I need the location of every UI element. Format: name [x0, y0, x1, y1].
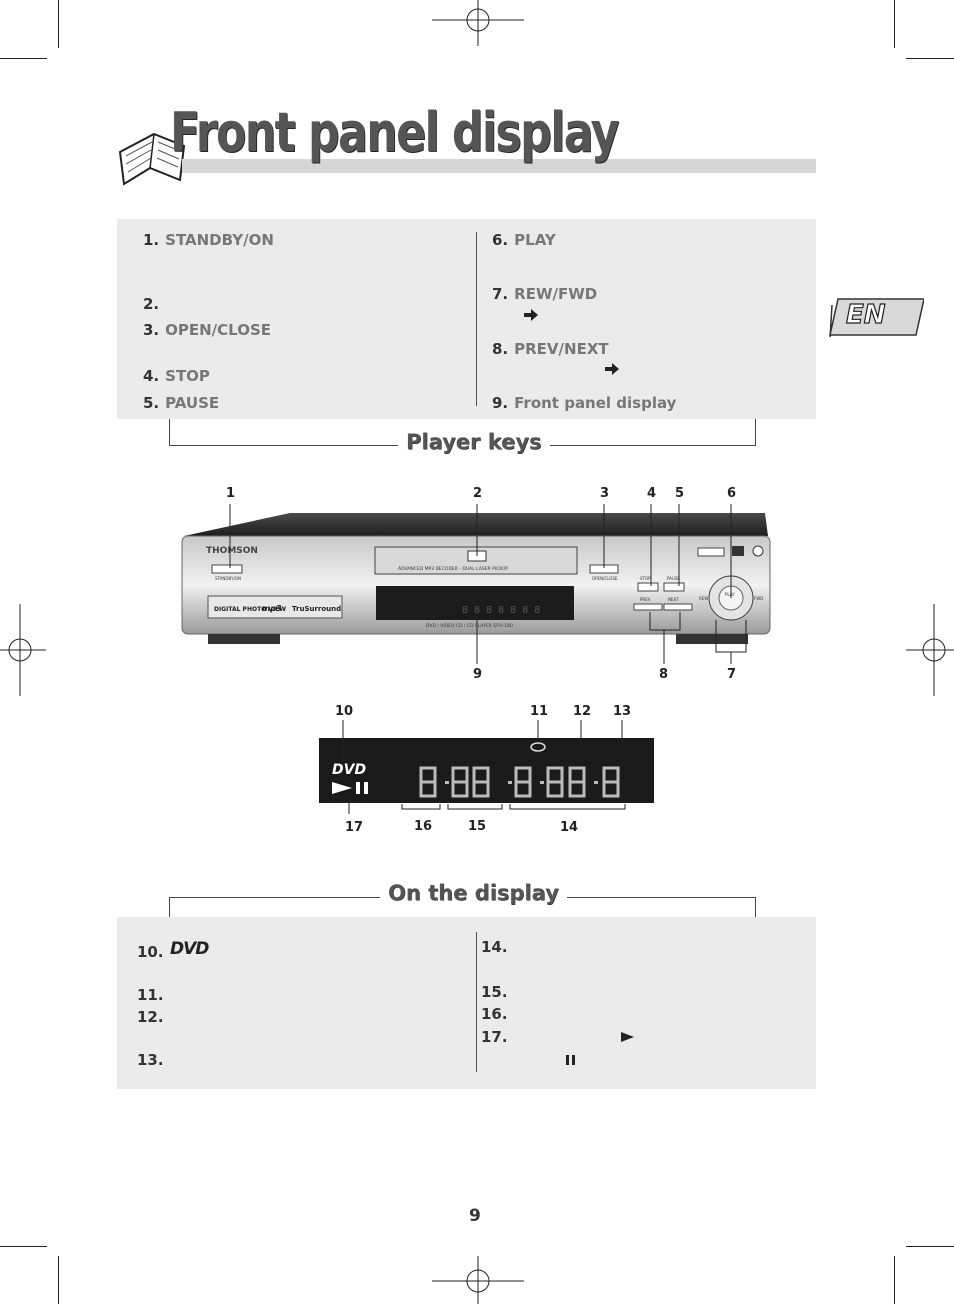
key-play: 6.PLAY — [492, 231, 556, 249]
key-standby: 1.STANDBY/ON — [143, 231, 274, 249]
callout-12: 12 — [573, 704, 592, 719]
svg-text:PLAY: PLAY — [725, 592, 735, 597]
svg-text:8 8 8 8 8 8 8: 8 8 8 8 8 8 8 — [462, 605, 540, 616]
display-item-17: 17. — [481, 1028, 508, 1046]
svg-text:DVD / VIDEO CD / CD PLAYER DTH: DVD / VIDEO CD / CD PLAYER DTH 180 — [426, 623, 513, 629]
callout-6: 6 — [727, 486, 737, 501]
crop-mark — [58, 0, 59, 48]
callout-15: 15 — [468, 819, 487, 834]
language-badge — [829, 298, 924, 337]
on-display-caption: On the display — [380, 881, 567, 905]
display-diagram: DVD — [319, 720, 654, 814]
display-item-15: 15. — [481, 983, 508, 1001]
svg-text:ADVANCED MP3 DECODER - DUAL LA: ADVANCED MP3 DECODER - DUAL LASER PICKUP — [398, 566, 508, 572]
key-stop: 4.STOP — [143, 367, 210, 385]
svg-text:TruSurround: TruSurround — [292, 605, 341, 613]
language-badge-label: EN — [845, 299, 886, 330]
callout-8: 8 — [659, 667, 669, 682]
svg-text:STANDBY/ON: STANDBY/ON — [215, 576, 241, 581]
svg-text:PREV: PREV — [640, 597, 651, 602]
callout-5: 5 — [675, 486, 685, 501]
svg-text:OPEN/CLOSE: OPEN/CLOSE — [592, 576, 618, 581]
callout-16: 16 — [414, 819, 433, 834]
right-arrow-icon — [605, 363, 619, 375]
callout-11: 11 — [530, 704, 549, 719]
registration-mark-right — [906, 604, 954, 696]
display-item-13: 13. — [137, 1051, 164, 1069]
svg-text:NEXT: NEXT — [668, 597, 679, 602]
crop-mark — [894, 0, 895, 48]
player-keys-caption: Player keys — [398, 430, 550, 454]
svg-text:PAUSE: PAUSE — [667, 576, 680, 581]
callout-7: 7 — [727, 667, 737, 682]
svg-text:REW: REW — [699, 596, 708, 601]
page-title: Front panel display — [170, 101, 619, 164]
title-underline-bar — [182, 159, 816, 173]
crop-mark — [906, 58, 954, 59]
svg-text:FWD: FWD — [754, 596, 763, 601]
callout-10: 10 — [335, 704, 354, 719]
svg-text:STOP: STOP — [640, 576, 651, 581]
pause-icon — [566, 1055, 575, 1065]
display-item-12: 12. — [137, 1008, 164, 1026]
callout-1: 1 — [226, 486, 236, 501]
open-book-icon — [118, 132, 186, 186]
key-rew-fwd: 7.REW/FWD — [492, 285, 598, 303]
crop-mark — [0, 1246, 47, 1247]
key-2: 2. — [143, 295, 160, 313]
registration-mark-left — [0, 604, 46, 696]
crop-mark — [0, 58, 47, 59]
crop-mark — [906, 1246, 954, 1247]
column-divider — [476, 932, 477, 1072]
callout-4: 4 — [647, 486, 657, 501]
svg-text:mp3: mp3 — [262, 604, 282, 613]
key-prev-next: 8.PREV/NEXT — [492, 340, 609, 358]
svg-text:DVD: DVD — [332, 762, 366, 778]
display-item-10: 10. — [137, 943, 164, 961]
right-arrow-icon — [524, 309, 538, 321]
display-item-11: 11. — [137, 986, 164, 1004]
svg-text:DIGITAL PHOTO VIEW: DIGITAL PHOTO VIEW — [214, 606, 286, 613]
crop-mark — [58, 1256, 59, 1304]
key-pause: 5.PAUSE — [143, 394, 220, 412]
dvd-player-illustration: THOMSON STANDBY/ON ADVANCED MP3 DECODER … — [181, 513, 771, 644]
callout-14: 14 — [560, 820, 579, 835]
callout-9: 9 — [473, 667, 483, 682]
callout-3: 3 — [600, 486, 610, 501]
callout-13: 13 — [613, 704, 632, 719]
display-item-16: 16. — [481, 1005, 508, 1023]
key-open-close: 3.OPEN/CLOSE — [143, 321, 271, 339]
key-front-panel-display: 9.Front panel display — [492, 394, 677, 412]
crop-mark — [894, 1256, 895, 1304]
registration-mark-top — [432, 0, 524, 46]
callout-17: 17 — [345, 820, 364, 835]
registration-mark-bottom — [432, 1256, 524, 1304]
dvd-logo-icon: DVD — [170, 939, 209, 959]
callout-2: 2 — [473, 486, 483, 501]
display-item-14: 14. — [481, 938, 508, 956]
play-icon — [621, 1032, 634, 1042]
page-number: 9 — [469, 1206, 481, 1226]
column-divider — [476, 232, 477, 406]
brand-label: THOMSON — [206, 546, 258, 556]
on-display-panel — [117, 917, 816, 1089]
player-keys-panel — [117, 219, 816, 419]
